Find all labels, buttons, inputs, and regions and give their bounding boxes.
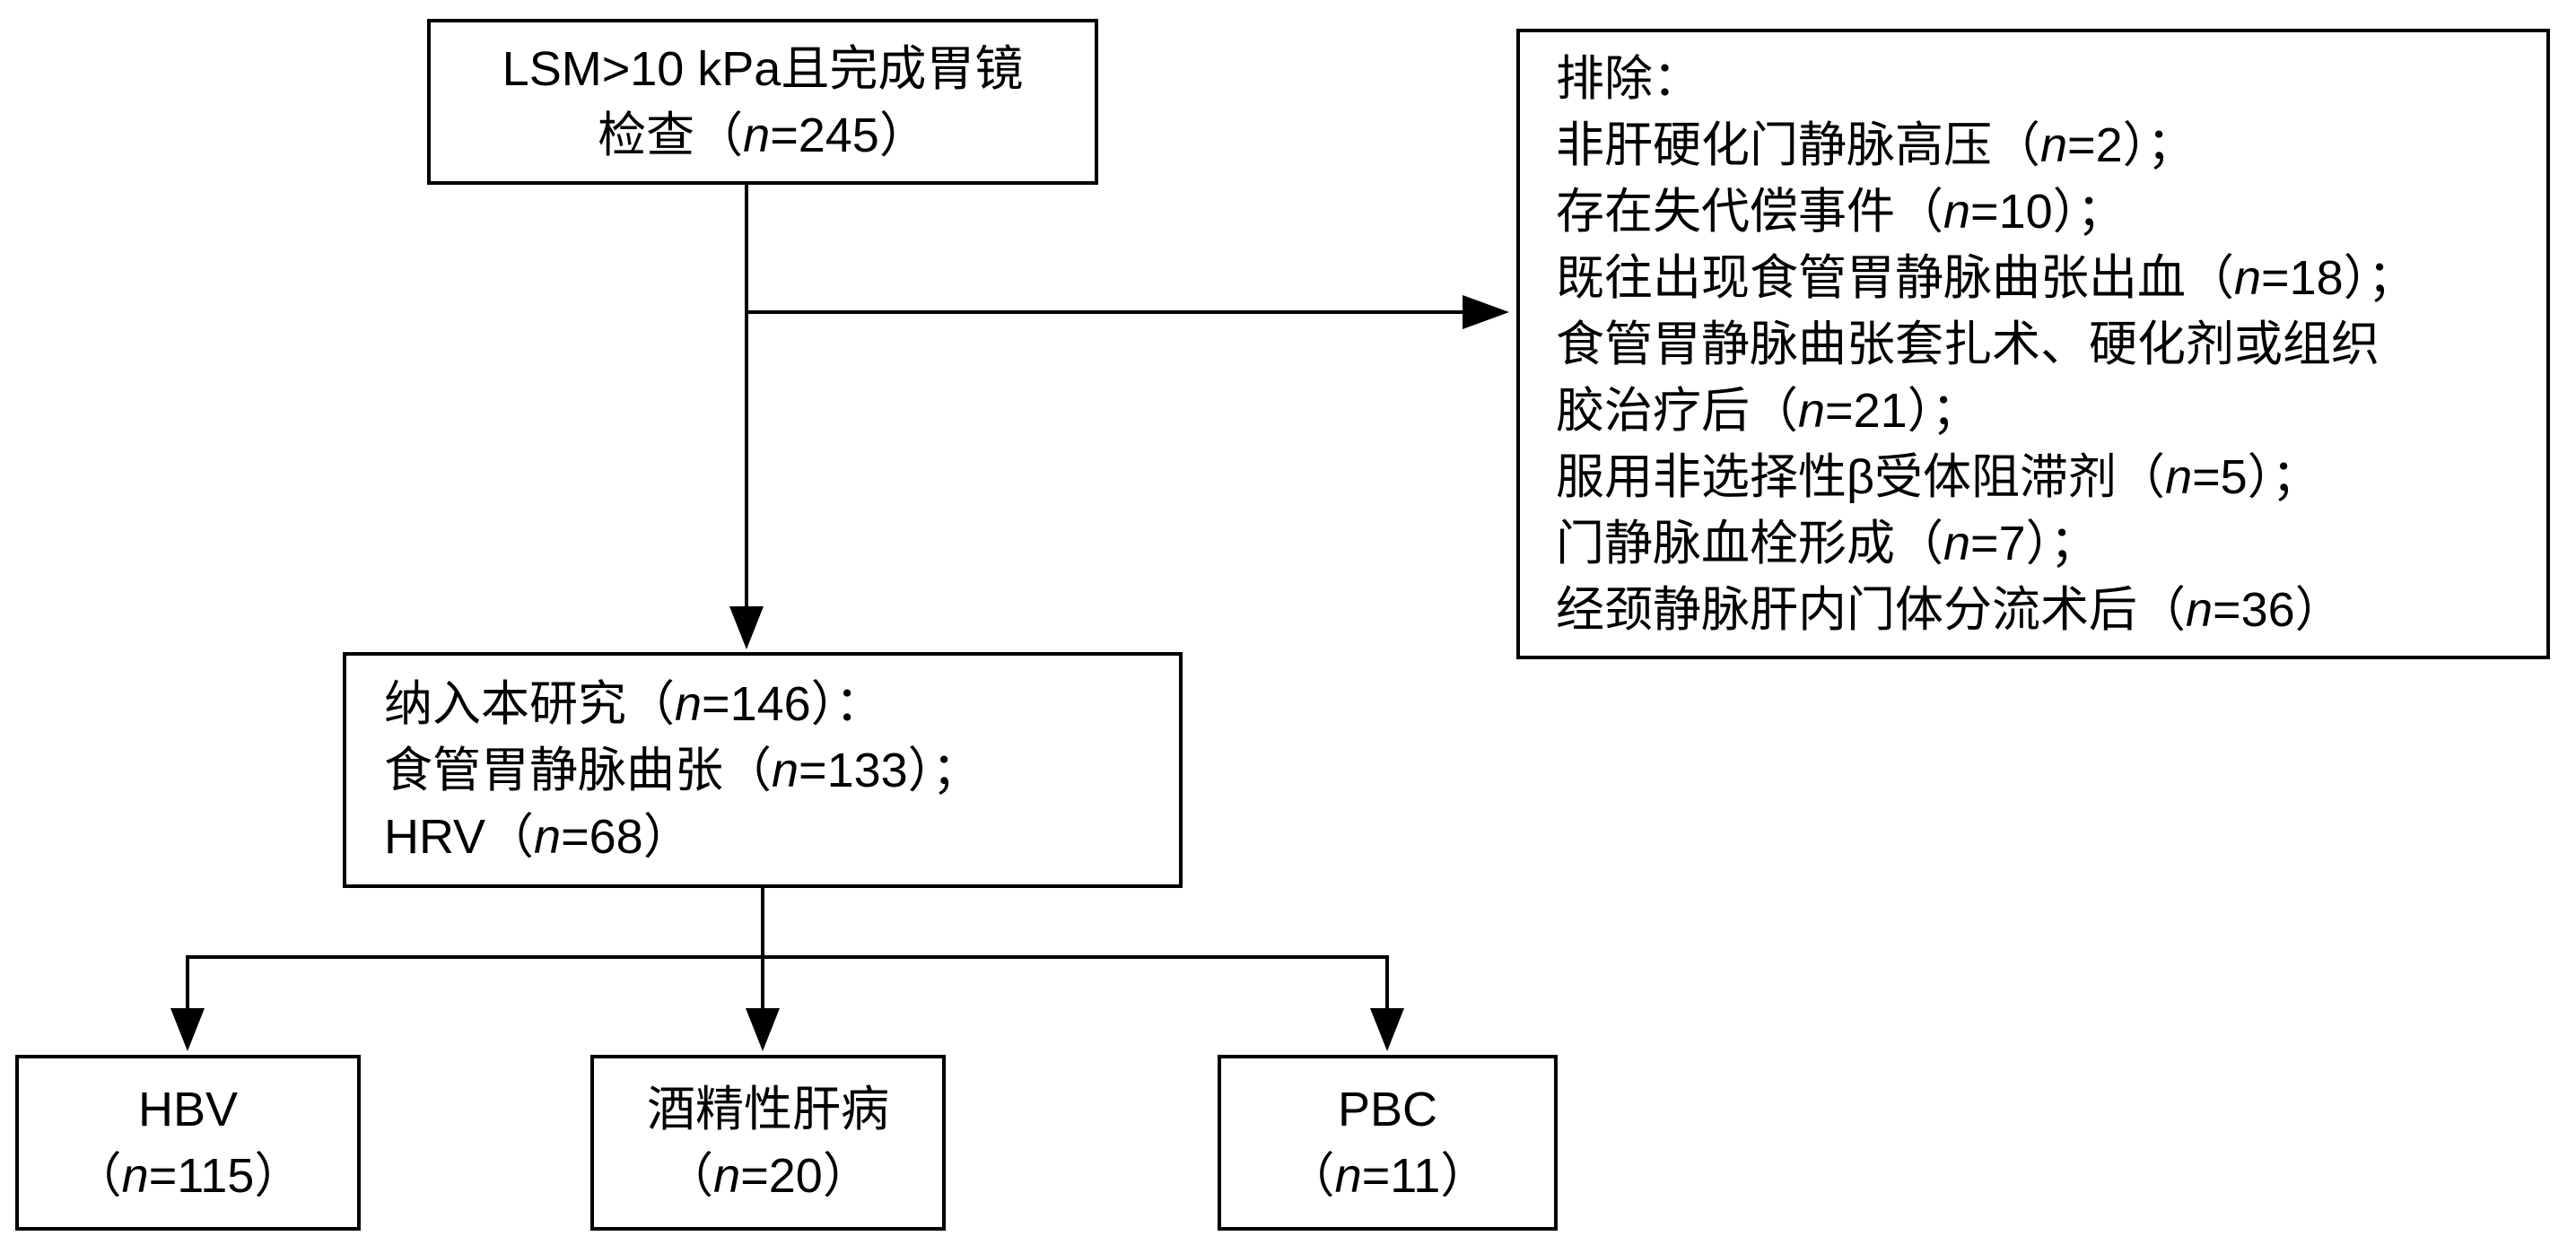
branch-stub-hbv-line [186,959,189,1011]
included-line-3: HRV（n=68） [384,809,692,864]
pbc-label: PBC [1337,1083,1438,1136]
connector-to-exclusion-line [745,310,1463,314]
etiology-pbc-box: PBC （n=11） [1218,1055,1558,1231]
exclusion-item-4b: 胶治疗后（n=21）； [1556,383,1980,438]
arrowhead-down-pbc-icon [1370,1008,1404,1051]
arrowhead-down-included-icon [729,606,764,649]
exclusion-heading: 排除： [1556,51,1701,106]
exclusion-item-2: 存在失代偿事件（n=10）； [1556,184,2126,239]
etiology-alcohol-box: 酒精性肝病 （n=20） [590,1055,946,1231]
branch-stub-pbc-line [1385,959,1389,1011]
connector-top-to-included-line [745,185,748,608]
exclusion-item-7: 经颈静脉肝内门体分流术后（n=36） [1556,582,2344,637]
branch-horizontal-line [186,955,1389,959]
screened-population-line-2: 检查（n=245） [598,108,928,162]
exclusion-criteria-box: 排除： 非肝硬化门静脉高压（n=2）； 存在失代偿事件（n=10）； 既往出现食… [1516,29,2550,659]
exclusion-item-3: 既往出现食管胃静脉曲张出血（n=18）； [1556,250,2416,305]
arrowhead-down-alcohol-icon [746,1008,780,1051]
alcohol-count: （n=20） [665,1149,871,1203]
screened-population-line-1: LSM>10 kPa且完成胃镜 [502,41,1024,96]
arrowhead-down-hbv-icon [170,1008,205,1051]
exclusion-item-4a: 食管胃静脉曲张套扎术、硬化剂或组织 [1556,317,2380,371]
screened-population-box: LSM>10 kPa且完成胃镜 检查（n=245） [427,19,1098,185]
arrowhead-right-exclusion-icon [1463,295,1509,329]
exclusion-item-1: 非肝硬化门静脉高压（n=2）； [1556,118,2196,172]
branch-stub-alcohol-line [761,959,764,1011]
included-line-2: 食管胃静脉曲张（n=133）； [384,743,981,797]
connector-included-to-branch-line [761,888,764,959]
hbv-label: HBV [137,1083,239,1136]
exclusion-item-5: 服用非选择性β受体阻滞剂（n=5）； [1556,449,2320,504]
hbv-count: （n=115） [73,1149,303,1203]
alcohol-label: 酒精性肝病 [647,1083,889,1136]
exclusion-item-6: 门静脉血栓形成（n=7）； [1556,516,2099,570]
included-population-box: 纳入本研究（n=146）： 食管胃静脉曲张（n=133）； HRV（n=68） [343,652,1183,888]
pbc-count: （n=11） [1286,1149,1489,1203]
etiology-hbv-box: HBV （n=115） [15,1055,361,1231]
included-line-1: 纳入本研究（n=146）： [384,676,884,731]
